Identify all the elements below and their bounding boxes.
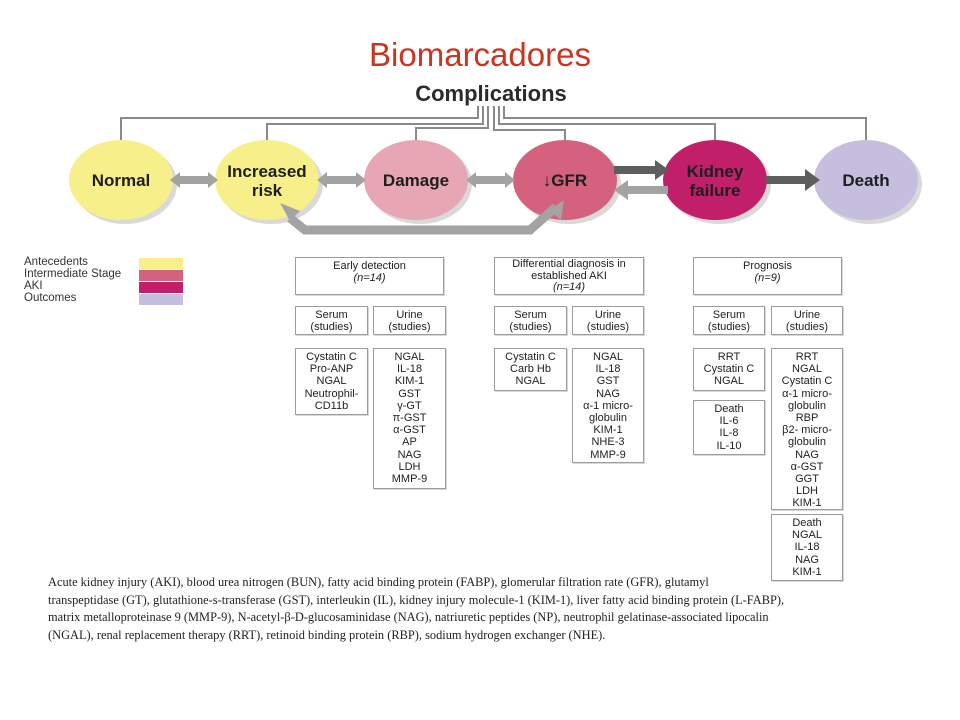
arrow-kidney-failure-to-gfr [614, 180, 668, 200]
abbreviations-caption: Acute kidney injury (AKI), blood urea ni… [48, 574, 878, 644]
legend-swatch-intermediate-stage [139, 270, 183, 281]
arrow-kidney-failure-to-death [765, 169, 820, 191]
node-kidney-failure-label: Kidney failure [686, 162, 744, 200]
connector-dots [118, 145, 869, 151]
connector-normal [120, 106, 479, 148]
early-detection-heading: Early detection (n=14) [295, 257, 444, 295]
node-death-label: Death [842, 171, 890, 190]
complications-header: Complications [415, 81, 567, 106]
slide-title: Biomarcadores [369, 36, 591, 73]
caption-line: (NGAL), renal replacement therapy (RRT),… [48, 627, 606, 642]
arrow-gfr-to-kidney-failure [614, 160, 669, 180]
caption-line: Acute kidney injury (AKI), blood urea ni… [48, 575, 709, 589]
arrow-increased-risk-damage [317, 172, 366, 188]
bidirectional-arrows [170, 172, 515, 188]
connector-damage [415, 106, 489, 148]
early-detection-serum-header: Serum(studies) [295, 306, 368, 335]
legend-swatch-outcomes [139, 294, 183, 305]
early-detection-urine-header: Urine(studies) [373, 306, 446, 335]
connector-kidney-failure [498, 106, 716, 148]
prognosis-urine-header: Urine(studies) [771, 306, 843, 335]
legend-label-aki: AKI [24, 280, 43, 292]
node-normal-circle [69, 140, 173, 220]
node-gfr-circle [513, 140, 617, 220]
aki-continuum-diagram: Complications [69, 81, 922, 235]
connector-increased-risk [266, 106, 484, 148]
node-gfr-label: ↓GFR [542, 171, 588, 190]
caption-line: transpeptidase (GT), glutathione-s-trans… [48, 592, 785, 607]
complication-connectors [120, 106, 867, 148]
node-increased-risk-circle [215, 140, 319, 220]
heading-line: (n=14) [353, 272, 386, 285]
caption-line: matrix metalloproteinase 9 (MMP-9), N-ac… [48, 610, 769, 624]
legend-label-antecedents: Antecedents [24, 256, 88, 268]
differential-serum-header: Serum(studies) [494, 306, 567, 335]
legend-label-outcomes: Outcomes [24, 292, 77, 304]
arrowhead-gfr [549, 200, 564, 220]
node-damage-circle [364, 140, 468, 220]
prognosis-serum-header: Serum(studies) [693, 306, 765, 335]
node-normal-label: Normal [91, 171, 151, 190]
arrowhead-increased-risk [280, 203, 300, 221]
arrow-normal-increased-risk [170, 172, 218, 188]
legend-swatch-aki [139, 282, 183, 293]
node-damage-label: Damage [382, 171, 450, 190]
node-increased-risk-label: Increased risk [227, 162, 307, 200]
arrow-gfr-to-increased-risk [287, 203, 559, 235]
legend-label-intermediate-stage: Intermediate Stage [24, 268, 122, 280]
prognosis-heading: Prognosis(n=9) [693, 257, 842, 295]
arrow-damage-gfr [466, 172, 515, 188]
legend-swatch-antecedents [139, 258, 183, 269]
heading-line: Early detection [333, 260, 406, 272]
node-death-circle [814, 140, 918, 220]
differential-urine-header: Urine(studies) [572, 306, 644, 335]
connector-death [503, 106, 867, 148]
node-kidney-failure-circle [663, 140, 767, 220]
connector-gfr [493, 106, 566, 148]
